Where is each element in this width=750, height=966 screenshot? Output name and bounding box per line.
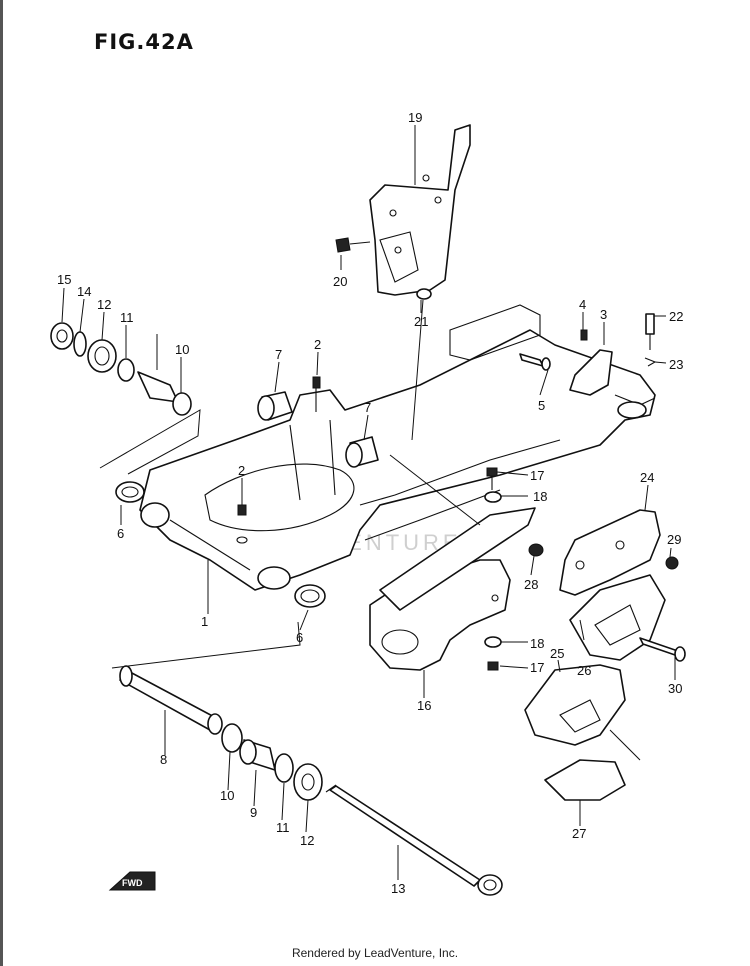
callout-18-upper: 18	[533, 489, 547, 504]
callout-1: 1	[201, 614, 208, 629]
callout-19: 19	[408, 110, 422, 125]
callout-22: 22	[669, 309, 683, 324]
callout-10-upper: 10	[175, 342, 189, 357]
washer-21	[416, 288, 432, 300]
callout-12-lower: 12	[300, 833, 314, 848]
bearing-6-left	[115, 481, 145, 503]
washer-12-lower	[293, 763, 323, 801]
callout-18-lower: 18	[530, 636, 544, 651]
bushing-7-left	[257, 391, 293, 421]
callout-15: 15	[57, 272, 71, 287]
fwd-arrow-icon: FWD	[108, 871, 156, 891]
bolt-4	[580, 329, 588, 341]
callout-27: 27	[572, 826, 586, 841]
callout-6-left: 6	[117, 526, 124, 541]
pivot-shaft-8	[119, 665, 223, 735]
washer-18-lower	[484, 636, 502, 648]
bushing-10-lower	[221, 723, 243, 753]
chain-guide-24	[559, 509, 661, 596]
washer-11-lower	[274, 753, 294, 783]
leader-lines	[61, 125, 676, 880]
callout-2-lower: 2	[238, 463, 245, 478]
callout-9: 9	[250, 805, 257, 820]
bolt-5	[519, 353, 551, 371]
bushing-7-right	[345, 436, 379, 468]
callout-20: 20	[333, 274, 347, 289]
callout-21: 21	[414, 314, 428, 329]
pivot-stack-left	[50, 322, 192, 416]
callout-12-upper: 12	[97, 297, 111, 312]
cover-27	[544, 759, 626, 801]
chain-buffer-16	[369, 507, 536, 671]
bolt-28	[528, 543, 544, 557]
bolt-30	[639, 637, 686, 662]
callout-6-right: 6	[296, 630, 303, 645]
callout-16: 16	[417, 698, 431, 713]
callout-11-upper: 11	[120, 310, 134, 325]
callout-25: 25	[550, 646, 564, 661]
callout-11-lower: 11	[276, 820, 290, 835]
callout-10-lower: 10	[220, 788, 234, 803]
callout-17-lower: 17	[530, 660, 544, 675]
callout-28: 28	[524, 577, 538, 592]
chain-guard-19	[369, 124, 471, 296]
grease-nipple-2-lower	[236, 504, 248, 544]
swingarm	[139, 304, 656, 591]
callout-26: 26	[577, 663, 591, 678]
callout-29: 29	[667, 532, 681, 547]
screw-17-lower	[487, 661, 499, 671]
callout-4: 4	[579, 297, 586, 312]
callout-23: 23	[669, 357, 683, 372]
callout-17-upper: 17	[530, 468, 544, 483]
grease-nipple-2-top	[312, 376, 321, 412]
sleeve-9	[239, 739, 276, 771]
pivot-bolt-13	[325, 784, 503, 896]
bolt-20	[335, 237, 371, 253]
figure-title: FIG.42A	[94, 30, 194, 54]
callout-30: 30	[668, 681, 682, 696]
scan-edge	[0, 0, 3, 966]
callout-7-left: 7	[275, 347, 282, 362]
bearing-6-right	[294, 584, 326, 608]
screw-17-upper	[486, 467, 498, 490]
fwd-label: FWD	[122, 878, 143, 888]
callout-8: 8	[160, 752, 167, 767]
callout-14: 14	[77, 284, 91, 299]
callout-3: 3	[600, 307, 607, 322]
footer-credit: Rendered by LeadVenture, Inc.	[291, 946, 459, 960]
callout-24: 24	[640, 470, 654, 485]
pin-22	[645, 313, 655, 350]
bracket-3	[569, 349, 613, 396]
washer-18-upper	[484, 491, 502, 503]
callout-13: 13	[391, 881, 405, 896]
callout-numbers: 1 2 2 3 4 5 6 6 7 7 8 9 10 10 11 11 12 1…	[57, 110, 683, 896]
callout-2-top: 2	[314, 337, 321, 352]
callout-5: 5	[538, 398, 545, 413]
clip-23	[644, 357, 657, 367]
callout-7-right: 7	[364, 400, 371, 415]
nut-29	[665, 556, 679, 570]
guide-25	[524, 664, 626, 746]
